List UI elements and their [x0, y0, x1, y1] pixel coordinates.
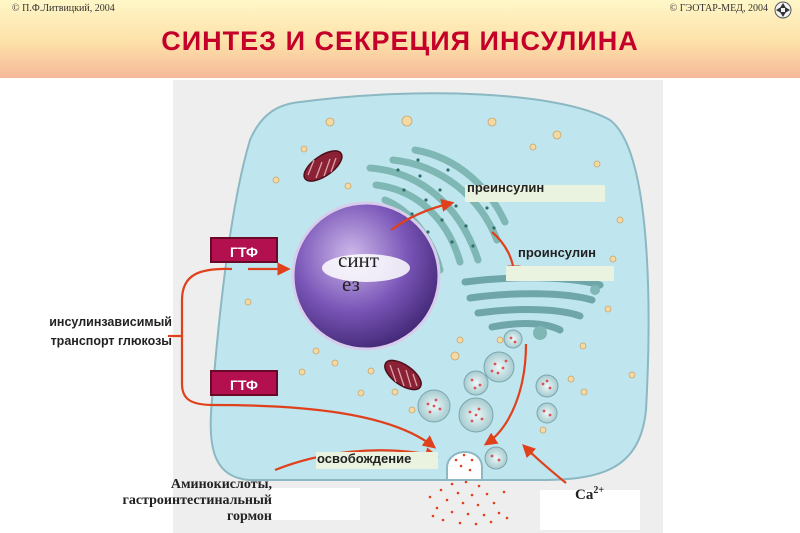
- page-title: СИНТЕЗ И СЕКРЕЦИЯ ИНСУЛИНА: [161, 26, 639, 56]
- arrow-to-release: [483, 343, 528, 446]
- synthesis-highlight: [322, 254, 410, 282]
- mitochondrion-bottom: [384, 359, 422, 391]
- proinsulin-label: проинсулин: [518, 245, 596, 260]
- amino-label: Аминокислоты, гастроинтестинальный гормо…: [60, 477, 272, 525]
- release-tag: [316, 452, 438, 469]
- amino-line1: Аминокислоты,: [170, 477, 272, 492]
- released-insulin: [428, 453, 509, 526]
- bracket-transport: [180, 267, 233, 407]
- gtf-box-top: ГТФ: [210, 237, 278, 263]
- calcium-label: Ca2+: [575, 485, 604, 504]
- granules: [244, 115, 636, 456]
- amino-line2: гастроинтестинальный: [122, 493, 272, 508]
- gtf-box-bottom: ГТФ: [210, 370, 278, 396]
- synthesis-label: синт ез: [338, 248, 379, 296]
- insulin-transport-line1: инсулинзависимый: [49, 315, 172, 329]
- calcium-box: [540, 490, 640, 530]
- header-band: © П.Ф.Литвицкий, 2004 © ГЭОТАР-МЕД, 2004…: [0, 0, 800, 78]
- release-label: освобождение: [317, 451, 412, 466]
- amino-line3: гормон: [226, 509, 272, 524]
- insulin-transport-label: инсулинзависимый транспорт глюкозы: [22, 313, 172, 351]
- arrow-to-preinsulin: [390, 198, 455, 231]
- proinsulin-tag: [506, 266, 614, 281]
- synthesis-line1: синт: [338, 248, 379, 272]
- insulin-granules: [426, 336, 552, 462]
- preinsulin-label: преинсулин: [467, 180, 545, 195]
- navigation-icon[interactable]: [772, 0, 794, 20]
- mitochondrion-top: [303, 150, 343, 182]
- insulin-transport-line2: транспорт глюкозы: [50, 334, 172, 348]
- copyright-right: © ГЭОТАР-МЕД, 2004: [669, 3, 768, 14]
- amino-box: [270, 488, 360, 520]
- synthesis-line2: ез: [342, 272, 360, 296]
- preinsulin-tag: [465, 185, 605, 202]
- calcium-symbol: Ca: [575, 487, 594, 503]
- arrow-calcium: [522, 444, 567, 484]
- calcium-charge: 2+: [593, 485, 605, 496]
- arrow-gtf-bottom: [213, 403, 437, 449]
- copyright-left: © П.Ф.Литвицкий, 2004: [12, 3, 115, 14]
